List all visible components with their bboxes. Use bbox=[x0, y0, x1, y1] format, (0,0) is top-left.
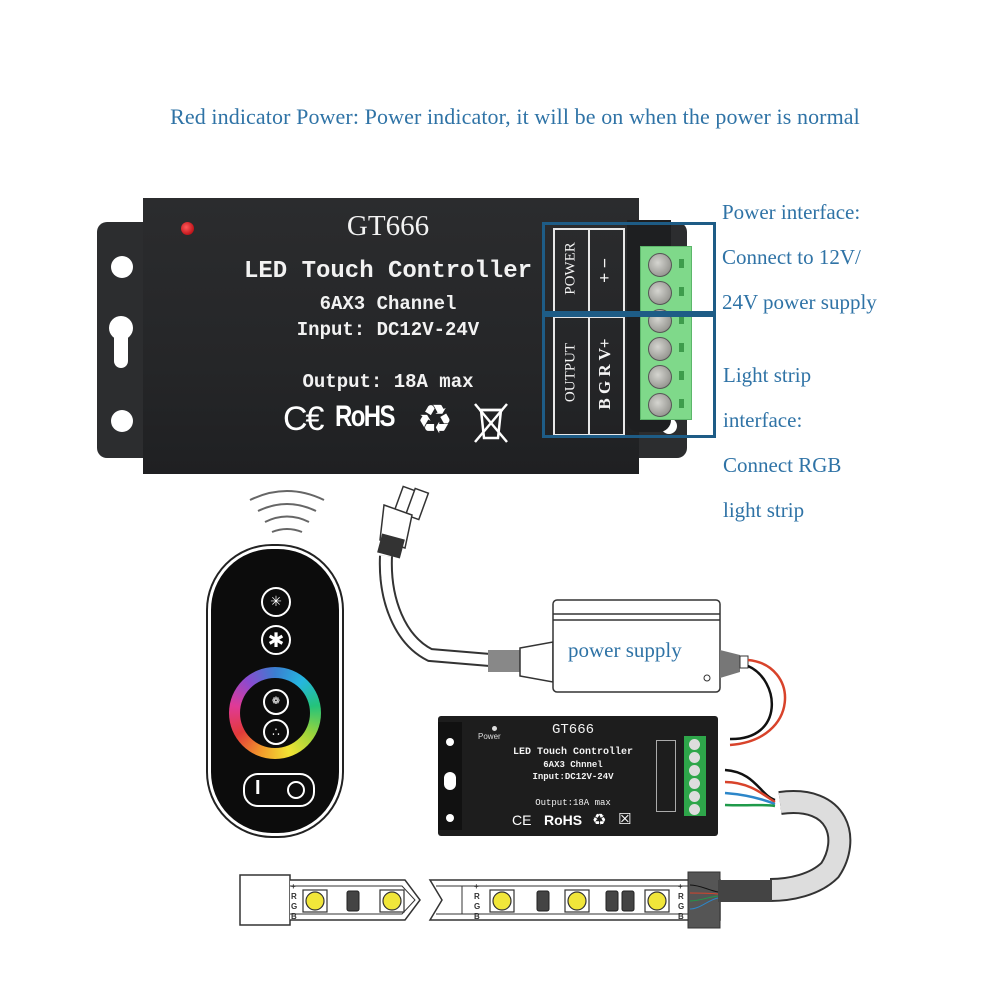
small-power-indicator bbox=[492, 726, 497, 731]
led-chip bbox=[302, 889, 670, 913]
recycle-icon: ♻ bbox=[417, 397, 453, 443]
rohs-mark: RoHS bbox=[335, 400, 396, 433]
brightness-up-button[interactable]: ✱ bbox=[261, 625, 291, 655]
small-controller: Power GT666 LED Touch Controller 6AX3 Ch… bbox=[438, 716, 718, 836]
power-switch[interactable]: I bbox=[243, 773, 315, 807]
keyhole-slot-stem bbox=[114, 328, 128, 368]
top-caption: Red indicator Power: Power indicator, it… bbox=[170, 104, 860, 129]
strip-pin-labels-mid: + R G B bbox=[474, 882, 481, 921]
small-model-label: GT666 bbox=[551, 722, 594, 738]
screw-terminal-minus bbox=[648, 253, 672, 277]
power-supply-box bbox=[488, 599, 749, 693]
channel-label: 6AX3 Channel bbox=[319, 293, 457, 315]
brightness-down-button[interactable]: ✳ bbox=[261, 587, 291, 617]
small-rohs-mark: RoHS bbox=[544, 812, 583, 828]
screw-terminal-plus bbox=[648, 281, 672, 305]
mount-hole bbox=[111, 256, 133, 278]
ac-cord bbox=[378, 555, 491, 667]
ce-mark: C€ bbox=[283, 400, 324, 438]
small-ce-mark: CE bbox=[512, 812, 532, 828]
product-title: LED Touch Controller bbox=[243, 258, 533, 285]
mount-hole bbox=[111, 410, 133, 432]
strip-pin-labels-left: + R G B bbox=[291, 882, 298, 921]
power-interface-highlight bbox=[542, 222, 716, 314]
small-weee-icon: ☒ bbox=[618, 810, 632, 828]
mode-button-1[interactable]: ❁ bbox=[263, 689, 289, 715]
red-indicator-led bbox=[181, 222, 194, 235]
strip-connector bbox=[687, 871, 721, 929]
small-power-indicator-label: Power bbox=[478, 732, 501, 741]
small-channel: 6AX3 Chnnel bbox=[543, 760, 603, 770]
small-output: Output:18A max bbox=[535, 798, 611, 808]
small-terminal-block bbox=[684, 736, 706, 816]
output-label: Output: 18A max bbox=[302, 371, 474, 393]
touch-remote: ✳ ✱ ❁ ∴ I bbox=[208, 546, 342, 836]
resistor bbox=[346, 890, 635, 912]
power-interface-annotation: Power interface: Connect to 12V/ 24V pow… bbox=[722, 200, 877, 314]
wireless-signal-icon bbox=[249, 490, 325, 533]
model-label: GT666 bbox=[346, 210, 430, 242]
screw-terminal-r bbox=[648, 337, 672, 361]
controller-photo: GT666 LED Touch Controller 6AX3 Channel … bbox=[97, 198, 692, 474]
mode-button-2[interactable]: ∴ bbox=[263, 719, 289, 745]
power-supply-label: power supply bbox=[568, 638, 682, 662]
strip-interface-annotation: Light strip interface: Connect RGB light… bbox=[723, 363, 842, 522]
weee-icon bbox=[474, 403, 508, 443]
small-terminal-labels bbox=[656, 740, 676, 812]
small-recycle-icon: ♻ bbox=[592, 810, 607, 829]
controller-body: GT666 LED Touch Controller 6AX3 Channel … bbox=[143, 198, 639, 474]
certification-marks: C€ RoHS ♻ bbox=[283, 398, 603, 448]
switch-off-icon bbox=[287, 781, 305, 799]
strip-pin-labels-right: + R G B bbox=[678, 882, 685, 921]
strip-interface-highlight bbox=[542, 314, 716, 438]
terminal-block bbox=[640, 246, 692, 420]
screw-terminal-g bbox=[648, 365, 672, 389]
wiring-diagram bbox=[239, 485, 852, 929]
switch-on-icon: I bbox=[255, 777, 261, 799]
ac-plug-icon bbox=[377, 485, 430, 559]
small-input: Input:DC12V-24V bbox=[532, 772, 614, 782]
small-title: LED Touch Controller bbox=[512, 747, 634, 758]
input-label: Input: DC12V-24V bbox=[296, 319, 480, 341]
led-strip bbox=[239, 871, 772, 929]
screw-terminal-b bbox=[648, 393, 672, 417]
